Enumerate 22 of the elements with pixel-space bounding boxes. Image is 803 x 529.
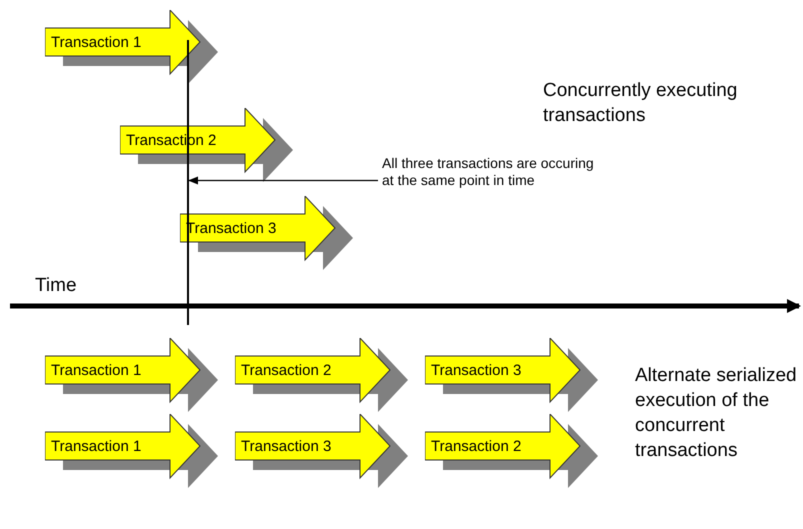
tag-label: Transaction 1 <box>51 438 142 456</box>
annotation-text: All three transactions are occuring at the same point in time <box>382 155 607 189</box>
caption-text: Concurrently executing transactions <box>543 79 738 128</box>
time-marker-line <box>187 40 189 325</box>
transaction-tag <box>45 10 218 84</box>
transaction-tag <box>180 196 353 270</box>
transaction-tag <box>235 414 408 488</box>
transaction-tag <box>425 338 598 412</box>
transaction-tag <box>425 414 598 488</box>
caption-text: Alternate serialized execution of the concurrent transactions <box>635 364 798 463</box>
tag-label: Transaction 2 <box>241 362 332 380</box>
axis-label: Time <box>35 274 78 298</box>
transaction-tag <box>45 414 218 488</box>
transaction-tag <box>120 108 293 182</box>
transaction-tag <box>45 338 218 412</box>
leader-line <box>188 176 378 184</box>
transaction-tag <box>235 338 408 412</box>
tag-label: Transaction 1 <box>51 362 142 380</box>
tag-label: Transaction 3 <box>241 438 332 456</box>
tag-label: Transaction 1 <box>51 34 142 52</box>
tag-label: Transaction 2 <box>431 438 522 456</box>
tag-label: Transaction 3 <box>431 362 522 380</box>
